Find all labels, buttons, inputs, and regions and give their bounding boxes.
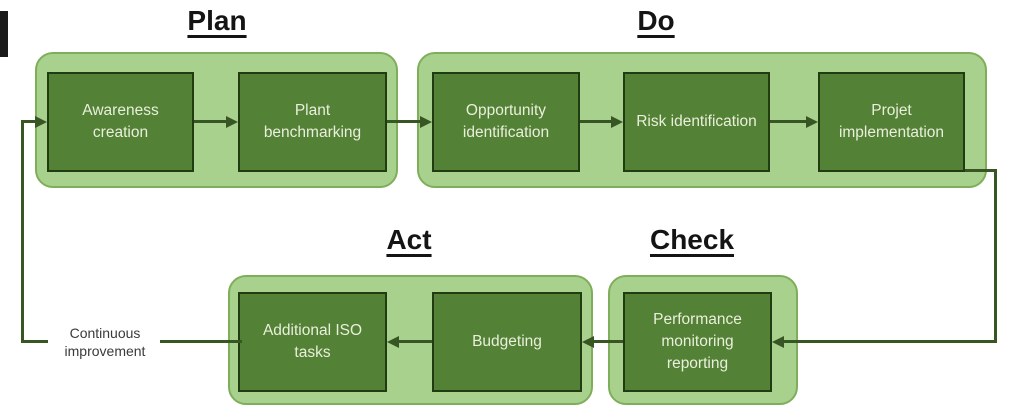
- corner-artifact: [0, 11, 8, 57]
- arrow-loop-to-performance-line: [783, 340, 995, 343]
- arrow-loop-to-performance-head-icon: [772, 336, 784, 348]
- arrow-performance-to-budgeting-head-icon: [582, 336, 594, 348]
- continuous-improvement-line-left: [21, 340, 48, 343]
- projet-implementation-box: Projet implementation: [818, 72, 965, 172]
- loop-right-exit-line: [965, 169, 997, 172]
- arrow-budgeting-to-additional-line: [398, 340, 432, 343]
- opportunity-identification-box: Opportunity identification: [432, 72, 580, 172]
- arrow-opportunity-to-risk-head-icon: [611, 116, 623, 128]
- continuous-improvement-line-right: [160, 340, 242, 343]
- arrow-risk-to-projet-line: [770, 120, 807, 123]
- arrow-performance-to-budgeting-line: [593, 340, 623, 343]
- arrow-loop-to-awareness-head-icon: [35, 116, 47, 128]
- arrow-budgeting-to-additional-head-icon: [387, 336, 399, 348]
- arrow-loop-to-awareness-line: [21, 120, 35, 123]
- loop-right-vertical-line: [994, 169, 997, 343]
- arrow-plant-to-opportunity-head-icon: [420, 116, 432, 128]
- plant-benchmarking-box: Plant benchmarking: [238, 72, 387, 172]
- arrow-awareness-to-plant-line: [194, 120, 227, 123]
- awareness-creation-box: Awareness creation: [47, 72, 194, 172]
- arrow-plant-to-opportunity-line: [387, 120, 421, 123]
- plan-heading: Plan: [187, 5, 247, 36]
- do-heading: Do: [637, 5, 675, 36]
- continuous-improvement-label: Continuous improvement: [64, 325, 146, 359]
- arrow-awareness-to-plant-head-icon: [226, 116, 238, 128]
- loop-left-vertical-line: [21, 120, 24, 343]
- act-heading: Act: [386, 224, 432, 255]
- arrow-opportunity-to-risk-line: [580, 120, 612, 123]
- budgeting-box: Budgeting: [432, 292, 582, 392]
- additional-iso-tasks-box: Additional ISO tasks: [238, 292, 387, 392]
- arrow-risk-to-projet-head-icon: [806, 116, 818, 128]
- check-heading: Check: [649, 224, 735, 255]
- risk-identification-box: Risk identification: [623, 72, 770, 172]
- performance-monitoring-reporting-box: Performance monitoring reporting: [623, 292, 772, 392]
